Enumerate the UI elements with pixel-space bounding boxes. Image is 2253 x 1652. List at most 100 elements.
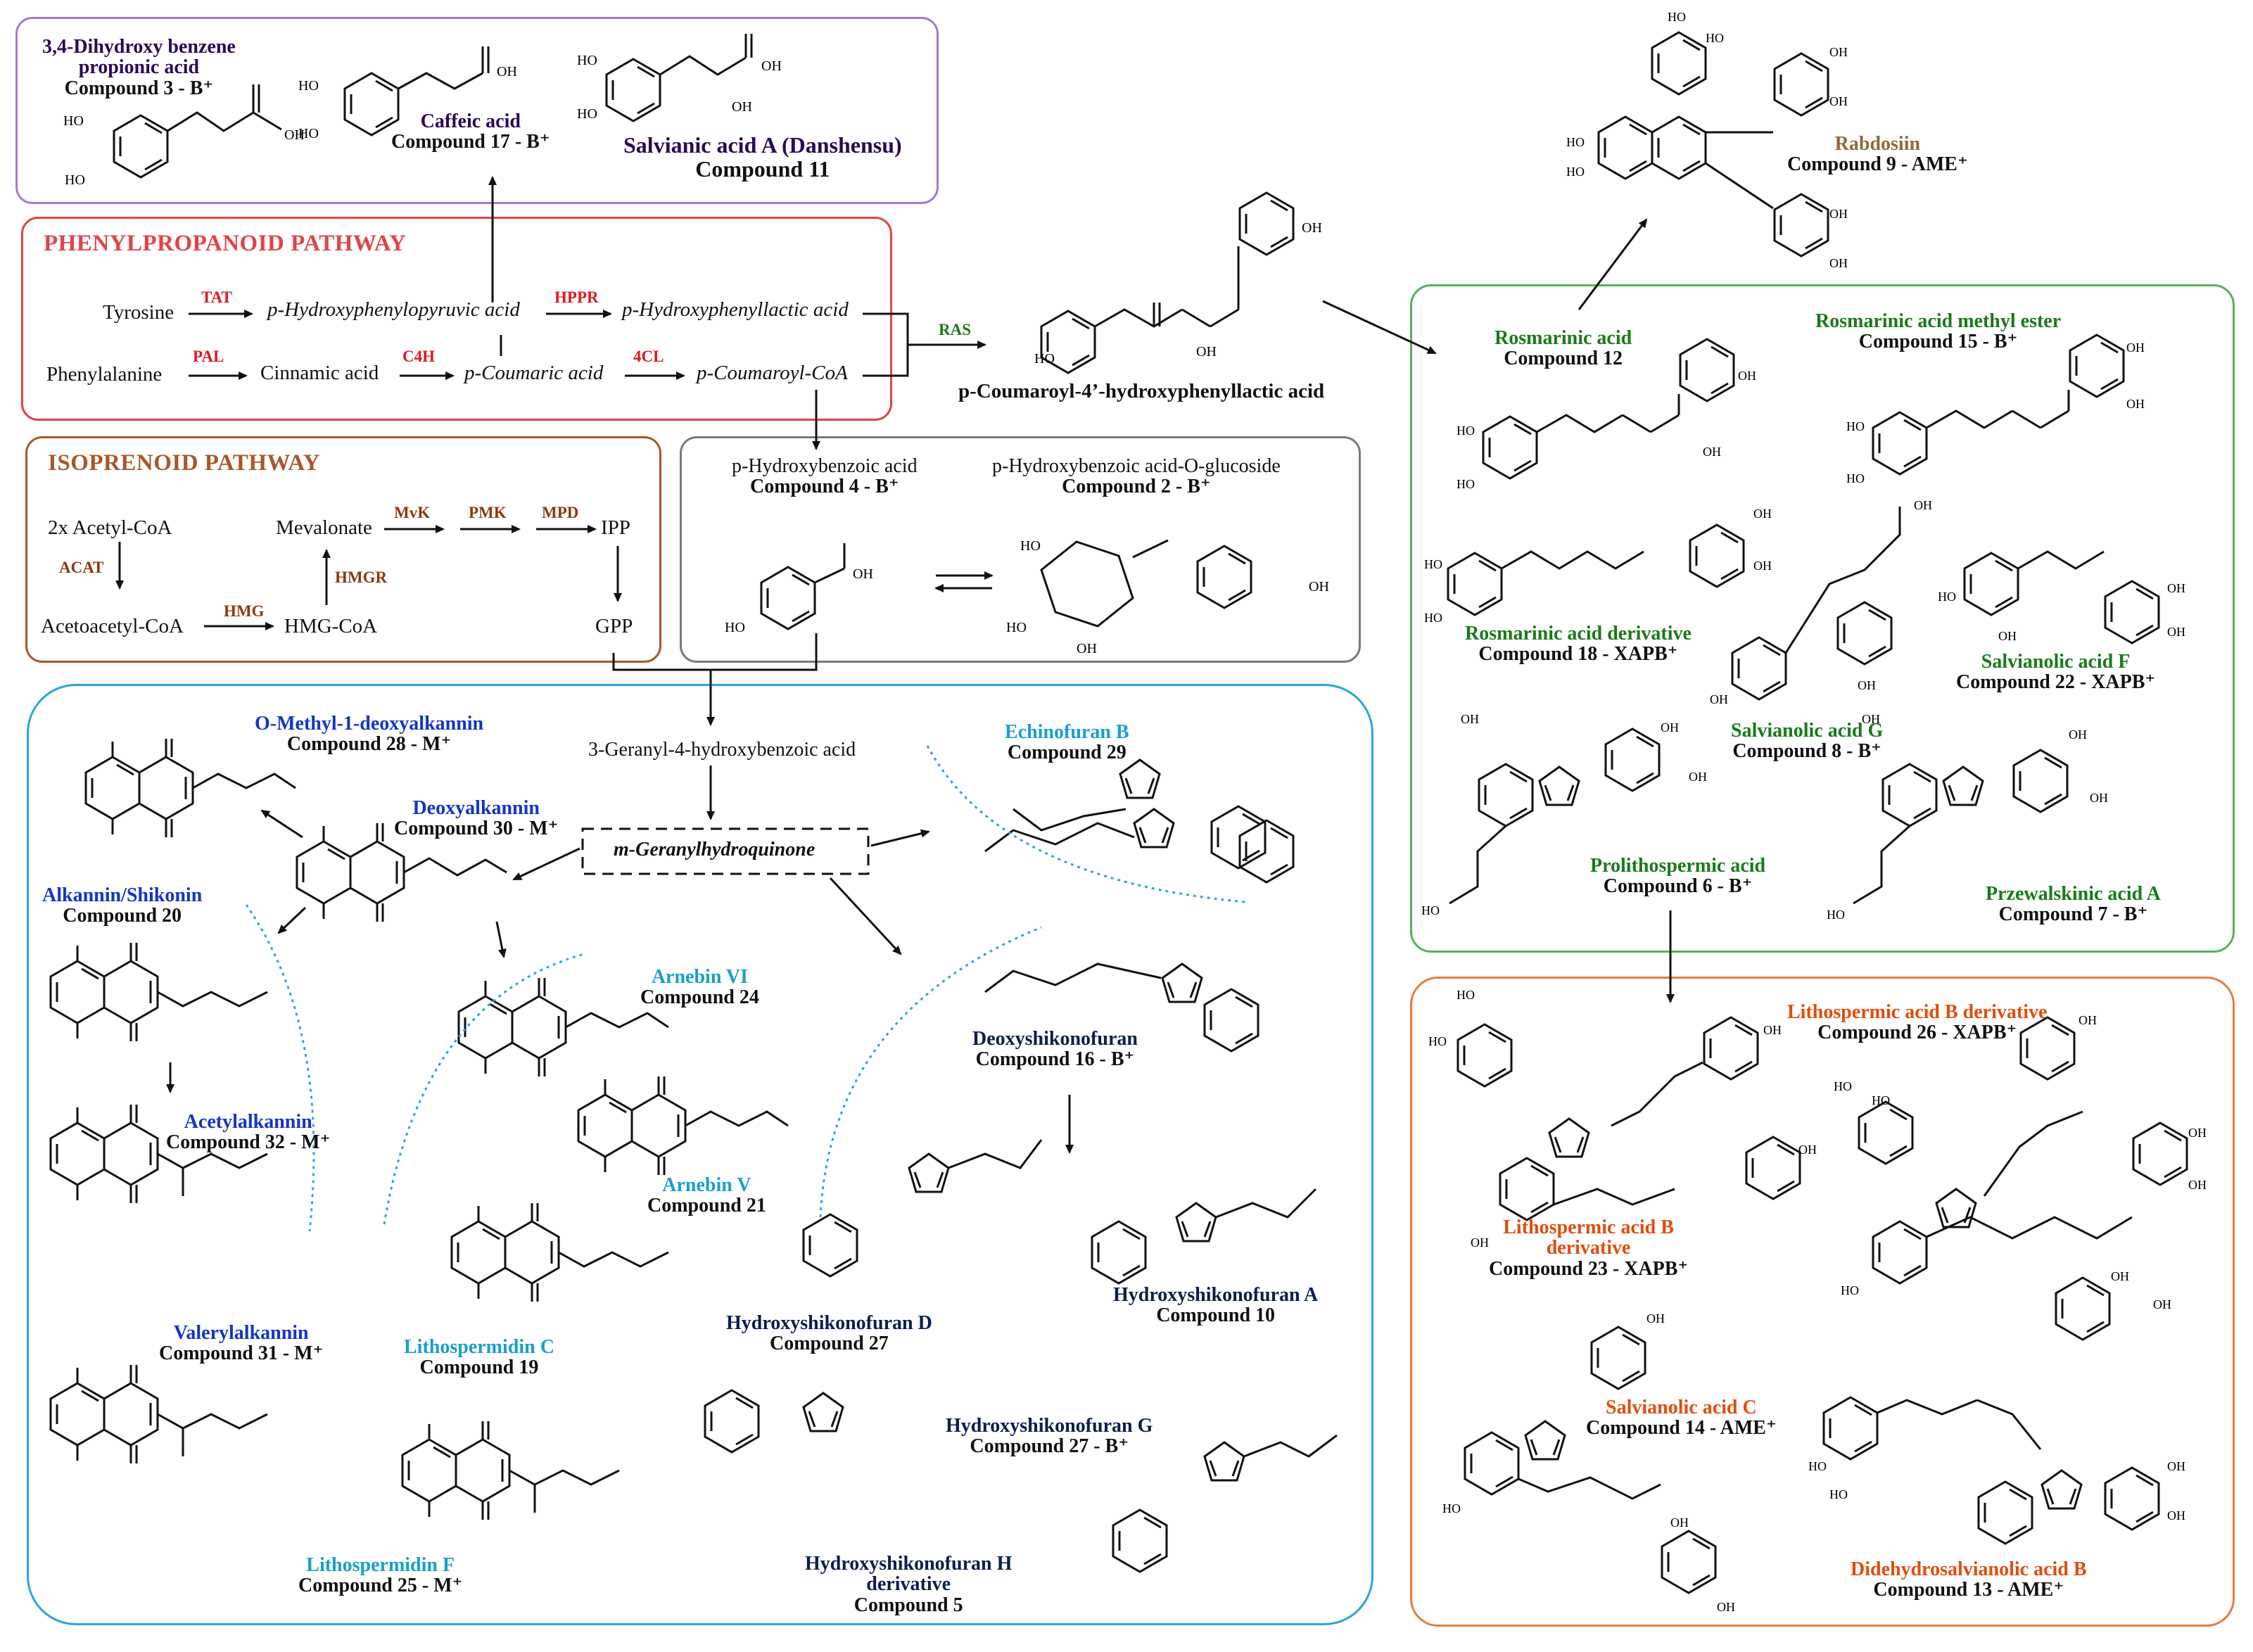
ipp-label: IPP xyxy=(601,516,630,539)
compound-5-name-line1: Hydroxyshikonofuran H xyxy=(805,1553,1013,1575)
svg-text:OH: OH xyxy=(1829,45,1848,59)
svg-text:OH: OH xyxy=(1646,1311,1665,1326)
compound-9-name: Rabdosiin xyxy=(1834,133,1921,155)
svg-text:HO: HO xyxy=(1808,1459,1827,1473)
compound-20-label: Alkannin/Shikonin Compound 20 xyxy=(42,885,202,927)
compound-29-id: Compound 29 xyxy=(1007,742,1126,764)
svg-text:OH: OH xyxy=(2167,581,2185,595)
svg-text:HO: HO xyxy=(298,78,319,94)
svg-text:OH: OH xyxy=(2111,1269,2129,1283)
svg-text:OH: OH xyxy=(497,64,517,80)
compound-9-id: Compound 9 - AME⁺ xyxy=(1787,153,1968,176)
compound-8-label: Salvianolic acid G Compound 8 - B⁺ xyxy=(1731,720,1883,762)
enzyme-c4h: C4H xyxy=(402,348,435,365)
svg-text:HO: HO xyxy=(1829,1487,1848,1501)
compound-20-name: Alkannin/Shikonin xyxy=(42,884,203,906)
compound-15-name: Rosmarinic acid methyl ester xyxy=(1815,310,2062,332)
svg-text:OH: OH xyxy=(2167,625,2185,639)
compound-26-id: Compound 26 - XAPB⁺ xyxy=(1817,1022,2017,1044)
svg-text:HO: HO xyxy=(1827,908,1845,922)
svg-text:HO: HO xyxy=(1938,590,1956,604)
compound-25-label: Lithospermidin F Compound 25 - M⁺ xyxy=(298,1555,462,1596)
phenylpropanoid-title: PHENYLPROPANOID PATHWAY xyxy=(44,231,407,256)
coumaroyl-hpla-label: p-Coumaroyl-4’-hydroxyphenyllactic acid xyxy=(958,380,1325,402)
compound-16-label: Deoxyshikonofuran Compound 16 - B⁺ xyxy=(972,1029,1138,1070)
compound-28-label: O-Methyl-1-deoxyalkannin Compound 28 - M… xyxy=(255,713,483,755)
compound-19-name: Lithospermidin C xyxy=(404,1336,554,1358)
enzyme-mvk: MvK xyxy=(394,504,431,521)
compound-22-name: Salvianolic acid F xyxy=(1981,651,2131,673)
svg-text:OH: OH xyxy=(2167,1508,2185,1523)
compound-10-name: Hydroxyshikonofuran A xyxy=(1113,1284,1319,1306)
svg-text:HO: HO xyxy=(577,53,597,68)
compound-27b-label: Hydroxyshikonofuran G Compound 27 - B⁺ xyxy=(946,1416,1153,1457)
svg-text:OH: OH xyxy=(1753,507,1772,521)
compound-17-name: Caffeic acid xyxy=(420,110,521,132)
compound-21-name: Arnebin V xyxy=(662,1174,751,1196)
svg-text:OH: OH xyxy=(1862,712,1880,726)
svg-text:OH: OH xyxy=(1461,712,1479,726)
svg-text:OH: OH xyxy=(732,99,752,115)
enzyme-acat: ACAT xyxy=(59,559,104,576)
svg-text:OH: OH xyxy=(1829,94,1848,108)
svg-text:OH: OH xyxy=(1302,220,1322,236)
compound-3-id: Compound 3 - B⁺ xyxy=(64,77,214,99)
compound-4-name: p-Hydroxybenzoic acid xyxy=(732,455,918,477)
svg-text:HO: HO xyxy=(63,113,84,129)
compound-23-name-line1: Lithospermic acid B xyxy=(1503,1216,1674,1238)
compound-13-name: Didehydrosalvianolic acid B xyxy=(1851,1558,2087,1580)
compound-31-label: Valerylalkannin Compound 31 - M⁺ xyxy=(159,1323,323,1364)
hppa-label: p-Hydroxyphenylopyruvic acid xyxy=(267,298,520,321)
compound-22-id: Compound 22 - XAPB⁺ xyxy=(1956,671,2156,694)
svg-text:OH: OH xyxy=(1829,207,1848,221)
hydroxybenzoic-box xyxy=(680,436,1361,663)
compound-16-id: Compound 16 - B⁺ xyxy=(975,1048,1135,1071)
svg-text:OH: OH xyxy=(1798,1143,1817,1157)
compound-3-name-line1: 3,4-Dihydroxy benzene xyxy=(42,36,236,58)
compound-31-name: Valerylalkannin xyxy=(173,1322,309,1344)
compound-10-id: Compound 10 xyxy=(1156,1304,1276,1327)
isoprenoid-title: ISOPRENOID PATHWAY xyxy=(48,450,321,476)
svg-text:HO: HO xyxy=(577,106,597,122)
enzyme-4cl: 4CL xyxy=(633,348,664,365)
compound-30-label: Deoxyalkannin Compound 30 - M⁺ xyxy=(394,798,558,839)
svg-text:HO: HO xyxy=(1424,611,1442,625)
compound-18-name: Rosmarinic acid derivative xyxy=(1465,623,1692,644)
enzyme-hmgr: HMGR xyxy=(335,568,388,586)
svg-text:OH: OH xyxy=(2167,1459,2185,1473)
compound-11-label: Salvianic acid A (Danshensu) Compound 11 xyxy=(623,133,902,181)
rosmarinic-box xyxy=(1410,284,2235,953)
compound-19-label: Lithospermidin C Compound 19 xyxy=(404,1337,554,1378)
compound-24-name: Arnebin VI xyxy=(651,966,749,988)
svg-text:HO: HO xyxy=(1456,988,1475,1002)
compound-15-id: Compound 15 - B⁺ xyxy=(1858,331,2018,353)
svg-text:HO: HO xyxy=(1566,165,1585,179)
compound-6-id: Compound 6 - B⁺ xyxy=(1603,875,1753,898)
svg-text:OH: OH xyxy=(1998,629,2017,643)
compound-5-name-line2: derivative xyxy=(866,1573,951,1596)
svg-text:OH: OH xyxy=(2188,1126,2207,1140)
compound-5-id: Compound 5 xyxy=(853,1594,963,1616)
compound-12-label: Rosmarinic acid Compound 12 xyxy=(1494,328,1632,369)
svg-text:OH: OH xyxy=(2126,397,2145,411)
tyrosine-label: Tyrosine xyxy=(103,301,174,324)
svg-text:OH: OH xyxy=(1661,720,1679,735)
svg-text:OH: OH xyxy=(1763,1023,1782,1037)
svg-text:OH: OH xyxy=(1670,1516,1689,1530)
enzyme-hmg: HMG xyxy=(224,602,265,620)
compound-23-name-line2: derivative xyxy=(1546,1237,1631,1259)
compound-29-label: Echinofuran B Compound 29 xyxy=(1005,722,1129,763)
svg-text:HO: HO xyxy=(1706,31,1724,45)
svg-text:OH: OH xyxy=(2090,791,2108,805)
compound-12-name: Rosmarinic acid xyxy=(1494,327,1632,349)
compound-30-id: Compound 30 - M⁺ xyxy=(394,818,559,840)
svg-text:OH: OH xyxy=(1703,445,1721,459)
compound-18-id: Compound 18 - XAPB⁺ xyxy=(1478,643,1678,666)
svg-text:OH: OH xyxy=(2069,727,2087,742)
acetoacetyl-coa-label: Acetoacetyl-CoA xyxy=(41,615,184,637)
compound-2-name: p-Hydroxybenzoic acid-O-glucoside xyxy=(992,455,1281,477)
enzyme-tat: TAT xyxy=(201,288,232,306)
svg-text:HO: HO xyxy=(298,126,319,141)
svg-text:OH: OH xyxy=(1710,692,1728,706)
compound-27b-name: Hydroxyshikonofuran G xyxy=(946,1415,1153,1437)
